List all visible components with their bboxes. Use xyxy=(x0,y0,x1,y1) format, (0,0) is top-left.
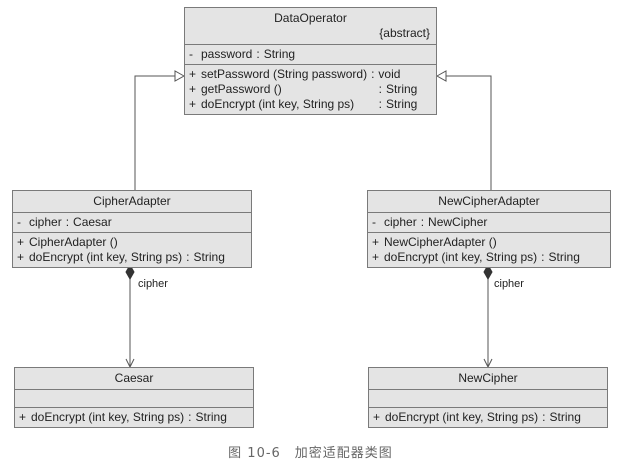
colon: : xyxy=(542,410,546,424)
association-label-left: cipher xyxy=(138,278,168,290)
operations-section: + doEncrypt (int key, String ps) : Strin… xyxy=(15,407,253,427)
attribute-type: Caesar xyxy=(73,215,112,229)
visibility: + xyxy=(17,250,25,264)
operation-row: + doEncrypt (int key, String ps) : Strin… xyxy=(17,250,247,265)
generalization-line-left xyxy=(134,75,184,190)
visibility: + xyxy=(373,410,381,424)
class-stereotype: {abstract} xyxy=(379,26,430,40)
operation-row: + setPassword (String password) : void xyxy=(189,67,432,82)
attributes-section xyxy=(369,389,607,407)
visibility: - xyxy=(189,47,193,61)
operations-section: + NewCipherAdapter () + doEncrypt (int k… xyxy=(368,232,610,267)
visibility: + xyxy=(17,235,25,249)
operation-type: String xyxy=(548,250,580,264)
operation-name: doEncrypt (int key, String ps) xyxy=(384,250,538,264)
visibility: - xyxy=(17,215,21,229)
class-name: NewCipher xyxy=(458,371,518,385)
operation-type: void xyxy=(378,67,401,81)
colon: : xyxy=(371,67,375,81)
class-new-cipher[interactable]: NewCipher + doEncrypt (int key, String p… xyxy=(368,367,608,428)
visibility: - xyxy=(372,215,376,229)
attributes-section xyxy=(15,389,253,407)
operation-name: NewCipherAdapter () xyxy=(384,235,497,249)
class-name: CipherAdapter xyxy=(93,194,171,208)
composition-diamond-right xyxy=(483,263,493,281)
visibility: + xyxy=(19,410,27,424)
colon: : xyxy=(186,250,190,264)
operation-name: doEncrypt (int key, String ps) xyxy=(201,97,355,111)
colon: : xyxy=(188,410,192,424)
attribute-type: NewCipher xyxy=(428,215,488,229)
generalization-arrowhead-left xyxy=(174,70,186,82)
colon: : xyxy=(378,82,382,96)
class-cipher-adapter[interactable]: CipherAdapter - cipher : Caesar + Cipher… xyxy=(12,190,252,268)
attribute-name: cipher xyxy=(384,215,417,229)
operation-row: + doEncrypt (int key, String ps) : Strin… xyxy=(189,97,432,112)
operation-row: + doEncrypt (int key, String ps) : Strin… xyxy=(372,250,606,265)
class-caesar[interactable]: Caesar + doEncrypt (int key, String ps) … xyxy=(14,367,254,428)
operation-row: + doEncrypt (int key, String ps) : Strin… xyxy=(373,410,603,425)
class-data-operator[interactable]: DataOperator {abstract} - password : Str… xyxy=(184,7,437,115)
operation-name: doEncrypt (int key, String ps) xyxy=(29,250,183,264)
figure-caption: 图 10-6 加密适配器类图 xyxy=(228,446,393,461)
attribute-name: password xyxy=(201,47,253,61)
operation-type: String xyxy=(386,82,418,96)
operations-section: + doEncrypt (int key, String ps) : Strin… xyxy=(369,407,607,427)
operation-row: + doEncrypt (int key, String ps) : Strin… xyxy=(19,410,249,425)
class-name: NewCipherAdapter xyxy=(438,194,540,208)
colon: : xyxy=(378,97,382,111)
visibility: + xyxy=(189,97,197,111)
visibility: + xyxy=(189,82,197,96)
class-name: DataOperator xyxy=(274,11,347,25)
attribute-type: String xyxy=(263,47,296,61)
colon: : xyxy=(256,47,260,61)
operations-section: + CipherAdapter () + doEncrypt (int key,… xyxy=(13,232,251,267)
visibility: + xyxy=(372,235,380,249)
visibility: + xyxy=(372,250,380,264)
operation-name: setPassword (String password) xyxy=(201,67,368,81)
operation-type: String xyxy=(195,410,227,424)
attributes-section: - password : String xyxy=(185,44,436,64)
attribute-name: cipher xyxy=(29,215,62,229)
attribute-row: - password : String xyxy=(189,47,432,62)
class-name: Caesar xyxy=(114,371,154,385)
generalization-line-right xyxy=(437,75,492,190)
operation-type: String xyxy=(386,97,418,111)
operation-name: CipherAdapter () xyxy=(29,235,118,249)
attributes-section: - cipher : Caesar xyxy=(13,212,251,232)
class-new-cipher-adapter[interactable]: NewCipherAdapter - cipher : NewCipher + … xyxy=(367,190,611,268)
operation-row: + NewCipherAdapter () xyxy=(372,235,606,250)
colon: : xyxy=(65,215,70,229)
association-label-right: cipher xyxy=(494,278,524,290)
generalization-arrowhead-right xyxy=(435,70,447,82)
operation-name: doEncrypt (int key, String ps) xyxy=(31,410,185,424)
colon: : xyxy=(420,215,425,229)
operation-type: String xyxy=(193,250,225,264)
attribute-row: - cipher : NewCipher xyxy=(372,215,606,230)
attributes-section: - cipher : NewCipher xyxy=(368,212,610,232)
composition-diamond-left xyxy=(125,263,135,281)
attribute-row: - cipher : Caesar xyxy=(17,215,247,230)
operation-row: + CipherAdapter () xyxy=(17,235,247,250)
operation-row: + getPassword () : String xyxy=(189,82,432,97)
visibility: + xyxy=(189,67,197,81)
operations-section: + setPassword (String password) : void +… xyxy=(185,64,436,114)
colon: : xyxy=(541,250,545,264)
operation-name: doEncrypt (int key, String ps) xyxy=(385,410,539,424)
operation-type: String xyxy=(549,410,581,424)
operation-name: getPassword () xyxy=(201,82,282,96)
